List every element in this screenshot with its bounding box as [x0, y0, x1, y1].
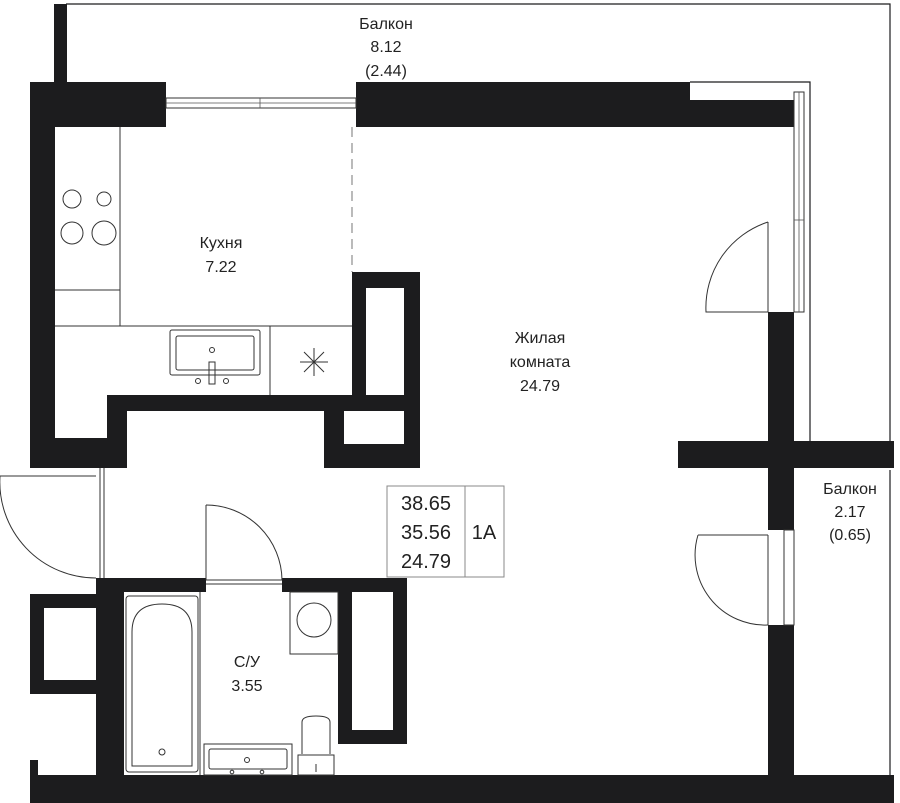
- living-name-line2: комната: [510, 354, 571, 371]
- bathroom-sink-icon: [203, 743, 293, 776]
- living-name-line1: Жилая: [515, 330, 566, 347]
- bathroom-area: 3.55: [231, 678, 262, 695]
- sink-icon: [169, 329, 261, 385]
- total-area-value: 38.65: [401, 493, 451, 515]
- stove-icon: [60, 189, 117, 246]
- room-label-balcony-top: Балкон 8.12 (2.44): [359, 16, 413, 80]
- unit-type-label: 1А: [472, 522, 497, 544]
- doors: [0, 221, 769, 626]
- room-label-balcony-right: Балкон 2.17 (0.65): [823, 481, 877, 544]
- kitchen-name: Кухня: [200, 235, 243, 252]
- balcony-top-name: Балкон: [359, 16, 413, 33]
- bathroom-fixtures: [125, 591, 339, 776]
- balcony-right-area-paren: (0.65): [829, 527, 871, 544]
- area-summary-box: 38.65 35.56 24.79 1А: [386, 485, 505, 578]
- living-space-value: 35.56: [401, 522, 451, 544]
- kitchen-fixtures: [55, 127, 353, 395]
- walls: [30, 82, 894, 803]
- windows: [165, 91, 805, 626]
- fridge-snowflake-icon: [300, 348, 328, 376]
- balcony-outline: [54, 3, 891, 790]
- washing-machine-icon: [289, 591, 339, 655]
- balcony-top-area-paren: (2.44): [365, 63, 407, 80]
- room-label-bathroom: С/У 3.55: [231, 654, 262, 695]
- room-area-value: 24.79: [401, 551, 451, 573]
- living-area: 24.79: [520, 378, 560, 395]
- bathtub-icon: [125, 595, 199, 773]
- balcony-right-area: 2.17: [834, 504, 865, 521]
- toilet-icon: [297, 715, 335, 776]
- room-label-kitchen: Кухня 7.22: [200, 235, 243, 276]
- balcony-right-name: Балкон: [823, 481, 877, 498]
- bathroom-name: С/У: [234, 654, 261, 671]
- kitchen-area: 7.22: [205, 259, 236, 276]
- balcony-top-area: 8.12: [370, 39, 401, 56]
- room-label-living: Жилая комната 24.79: [510, 330, 571, 395]
